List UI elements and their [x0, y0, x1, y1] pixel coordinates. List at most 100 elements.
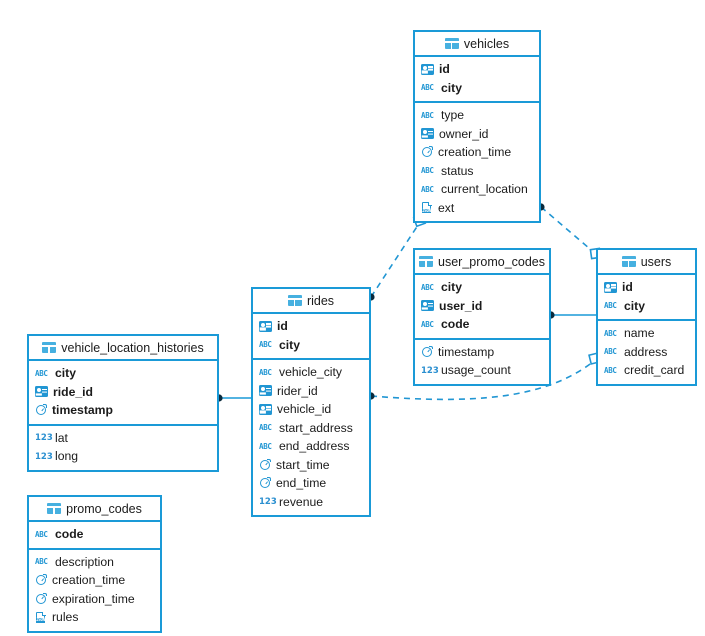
abc-string-icon: ABC: [259, 441, 272, 451]
table-users[interactable]: users id ABC city ABC name ABC address A…: [596, 248, 697, 386]
column-row[interactable]: ABC city: [29, 364, 217, 383]
abc-string-icon: ABC: [604, 365, 617, 375]
column-row[interactable]: ABC status: [415, 162, 539, 181]
column-label: usage_count: [441, 363, 511, 378]
column-label: address: [624, 344, 668, 359]
table-user-promo-codes[interactable]: user_promo_codes ABC city user_id ABC co…: [413, 248, 551, 386]
clock-icon: [35, 592, 47, 605]
column-row[interactable]: ABC city: [415, 278, 549, 297]
table-header-user-promo-codes: user_promo_codes: [415, 250, 549, 275]
column-row[interactable]: ABC address: [598, 343, 695, 362]
column-row[interactable]: start_time: [253, 456, 369, 475]
column-row[interactable]: 123 revenue: [253, 493, 369, 512]
abc-string-icon: ABC: [421, 319, 434, 329]
abc-string-icon: ABC: [604, 347, 617, 357]
column-row[interactable]: ABC name: [598, 324, 695, 343]
column-label: timestamp: [438, 344, 495, 359]
column-row[interactable]: ABC type: [415, 106, 539, 125]
column-row[interactable]: timestamp: [29, 401, 217, 420]
column-row[interactable]: ABC credit_card: [598, 361, 695, 380]
table-header-promo-codes: promo_codes: [29, 497, 160, 522]
regular-columns: ABC type owner_id creation_time ABC stat…: [415, 103, 539, 221]
column-row[interactable]: id: [415, 60, 539, 79]
column-label: vehicle_city: [279, 365, 342, 380]
table-promo-codes[interactable]: promo_codes ABC code ABC description cre…: [27, 495, 162, 633]
table-name: vehicles: [463, 36, 510, 51]
primary-key-columns: ABC code: [29, 522, 160, 550]
column-label: end_address: [279, 439, 350, 454]
column-label: ride_id: [53, 384, 93, 399]
column-label: status: [441, 163, 474, 178]
column-row[interactable]: id: [253, 317, 369, 336]
table-header-vehicles: vehicles: [415, 32, 539, 57]
column-row[interactable]: ABC city: [415, 79, 539, 98]
column-row[interactable]: owner_id: [415, 125, 539, 144]
column-row[interactable]: expiration_time: [29, 590, 160, 609]
key-badge-icon: [421, 128, 434, 140]
table-grid-icon: [419, 256, 433, 267]
column-row[interactable]: ABC start_address: [253, 419, 369, 438]
column-row[interactable]: creation_time: [29, 571, 160, 590]
column-row[interactable]: user_id: [415, 297, 549, 316]
column-row[interactable]: ABC city: [598, 297, 695, 316]
column-row[interactable]: ABC current_location: [415, 180, 539, 199]
column-label: long: [55, 449, 79, 464]
table-rides[interactable]: rides id ABC city ABC vehicle_city rider…: [251, 287, 371, 517]
column-label: city: [624, 298, 646, 313]
column-row[interactable]: vehicle_id: [253, 400, 369, 419]
abc-string-icon: ABC: [259, 423, 272, 433]
column-row[interactable]: rider_id: [253, 382, 369, 401]
abc-string-icon: ABC: [35, 368, 48, 378]
column-label: rules: [52, 610, 79, 625]
column-label: timestamp: [52, 403, 113, 418]
column-row[interactable]: ABC code: [415, 315, 549, 334]
primary-key-columns: ABC city user_id ABC code: [415, 275, 549, 340]
key-badge-icon: [259, 385, 272, 397]
table-name: users: [640, 254, 672, 269]
key-badge-icon: [259, 320, 272, 332]
column-label: owner_id: [439, 126, 489, 141]
column-row[interactable]: id: [598, 278, 695, 297]
table-name: user_promo_codes: [438, 254, 546, 269]
column-label: code: [441, 317, 470, 332]
regular-columns: ABC vehicle_city rider_id vehicle_id ABC…: [253, 360, 369, 515]
primary-key-columns: id ABC city: [253, 314, 369, 360]
column-label: description: [55, 554, 114, 569]
primary-key-columns: ABC city ride_id timestamp: [29, 361, 217, 426]
clock-icon: [259, 477, 271, 489]
column-row[interactable]: 123 long: [29, 447, 217, 466]
column-row[interactable]: timestamp: [415, 343, 549, 362]
column-row[interactable]: JSON rules: [29, 608, 160, 627]
column-label: name: [624, 326, 655, 341]
column-row[interactable]: ABC city: [253, 336, 369, 355]
table-grid-icon: [42, 342, 57, 353]
column-label: start_time: [276, 457, 330, 472]
column-row[interactable]: ABC description: [29, 553, 160, 572]
column-row[interactable]: ABC end_address: [253, 437, 369, 456]
table-vehicle-location-histories[interactable]: vehicle_location_histories ABC city ride…: [27, 334, 219, 472]
column-label: id: [439, 62, 450, 77]
column-label: city: [441, 80, 463, 95]
key-badge-icon: [421, 63, 434, 75]
column-row[interactable]: JSON ext: [415, 199, 539, 218]
column-row[interactable]: ride_id: [29, 383, 217, 402]
column-row[interactable]: ABC vehicle_city: [253, 363, 369, 382]
table-vehicles[interactable]: vehicles id ABC city ABC type owner_id: [413, 30, 541, 223]
column-label: code: [55, 527, 84, 542]
column-label: vehicle_id: [277, 402, 332, 417]
column-label: city: [279, 337, 301, 352]
column-label: creation_time: [52, 573, 126, 588]
abc-string-icon: ABC: [35, 529, 48, 539]
column-row[interactable]: 123 lat: [29, 429, 217, 448]
column-row[interactable]: ABC code: [29, 525, 160, 544]
column-label: id: [622, 280, 633, 295]
abc-string-icon: ABC: [421, 166, 434, 176]
column-row[interactable]: 123 usage_count: [415, 361, 549, 380]
regular-columns: 123 lat 123 long: [29, 426, 217, 470]
clock-icon: [421, 345, 433, 358]
abc-string-icon: ABC: [259, 340, 272, 350]
column-row[interactable]: creation_time: [415, 143, 539, 162]
json-document-icon: JSON: [35, 611, 47, 623]
column-row[interactable]: end_time: [253, 474, 369, 493]
